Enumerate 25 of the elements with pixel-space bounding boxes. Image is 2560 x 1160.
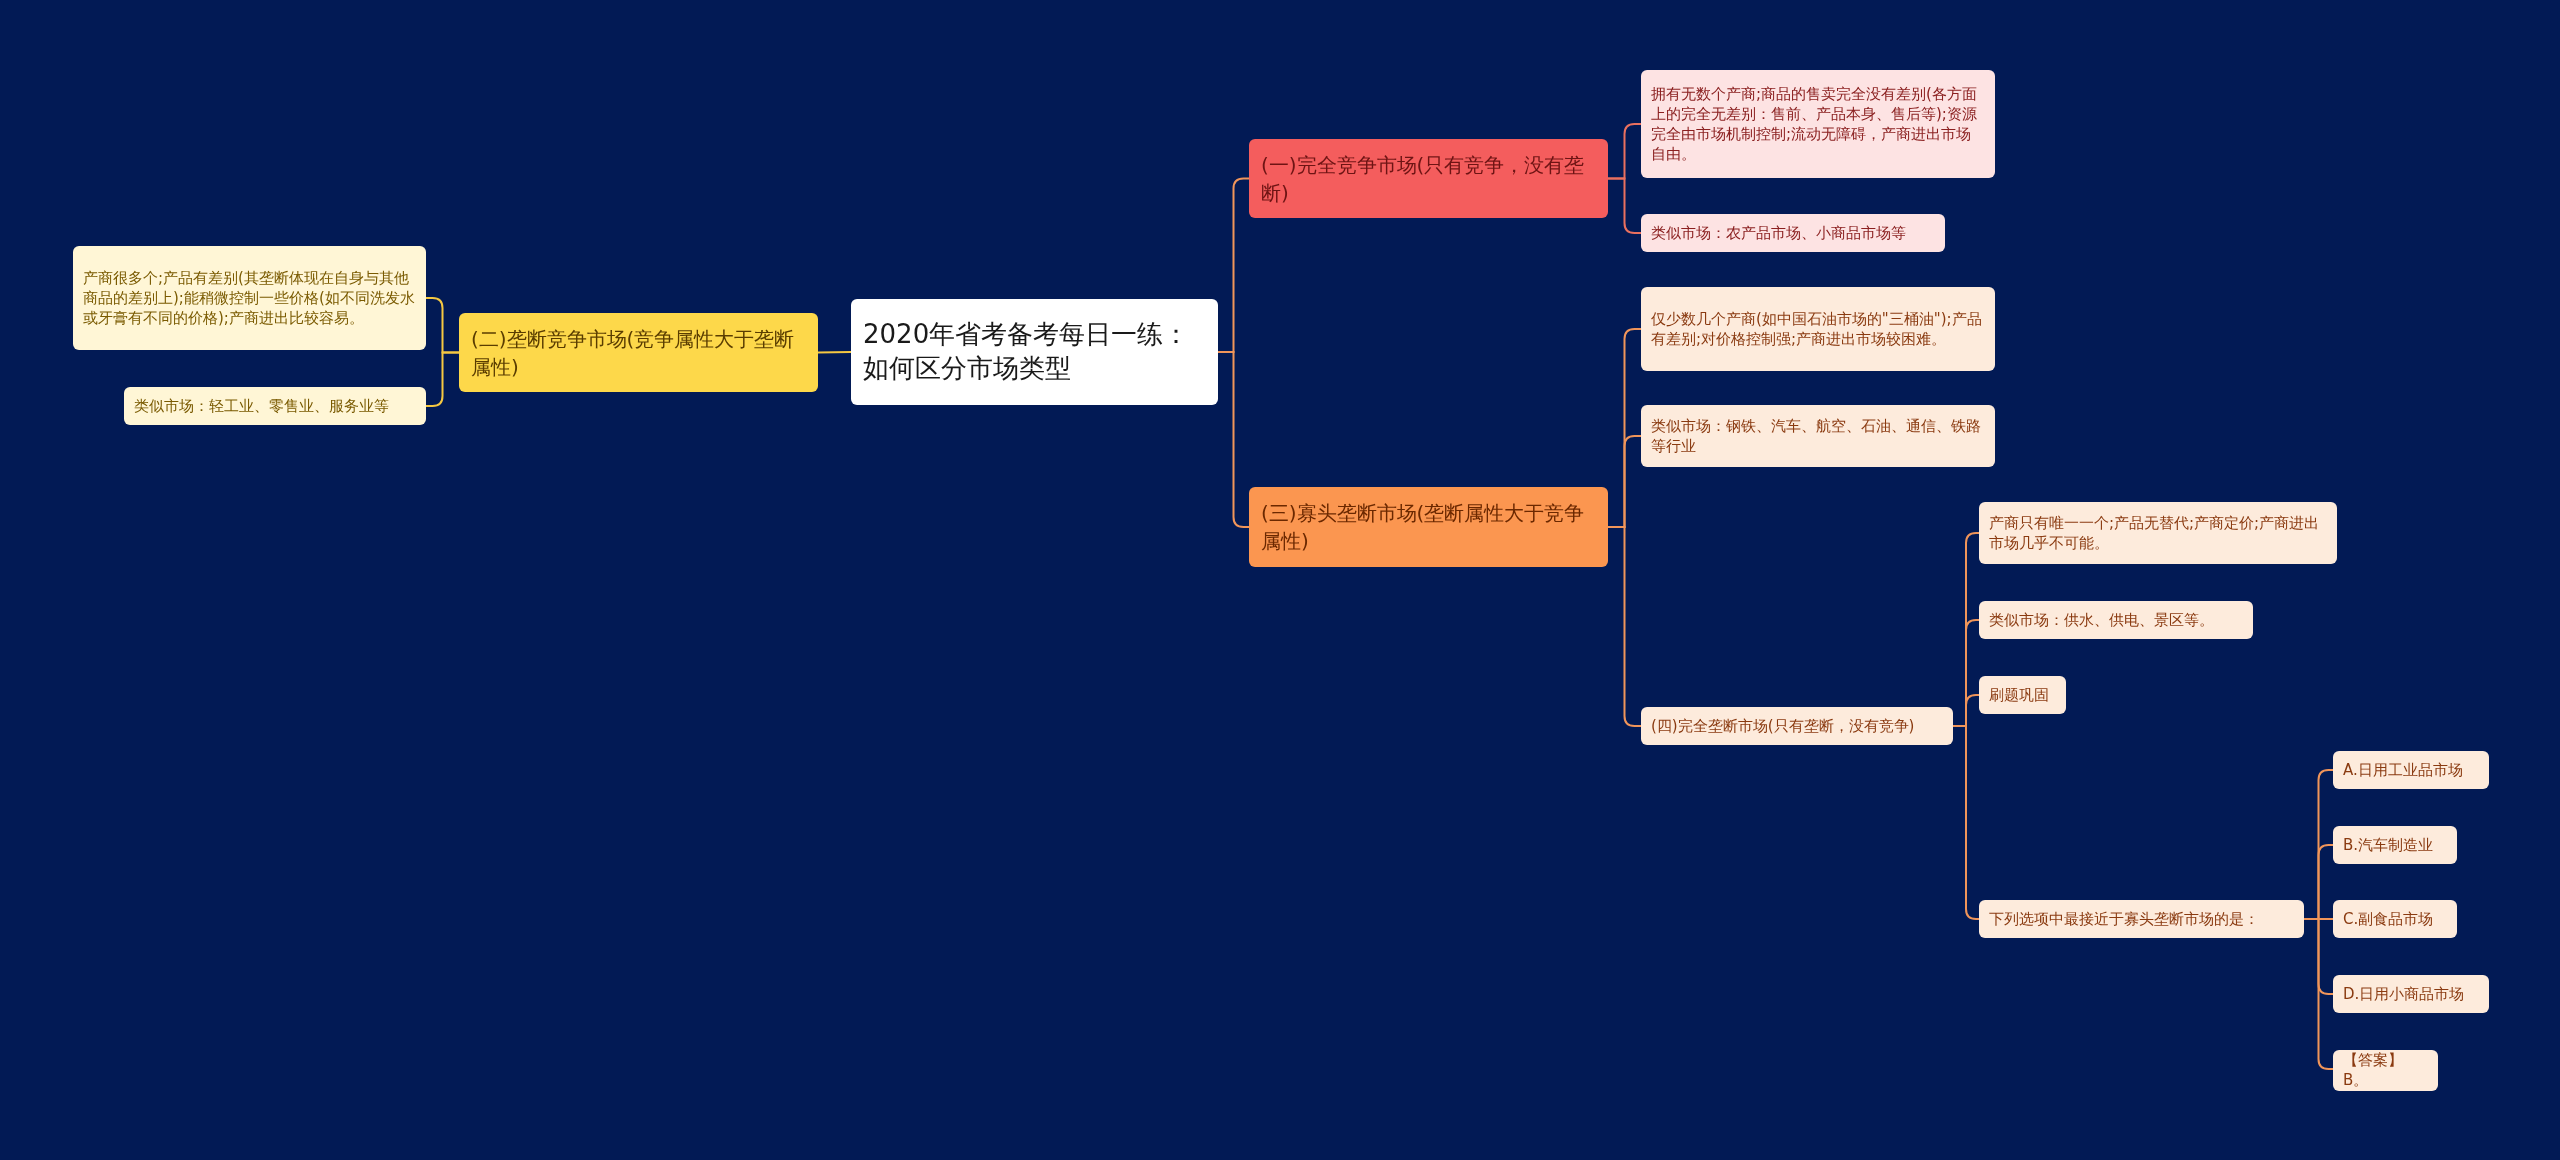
branch-topic: (一)完全竞争市场(只有竞争，没有垄断) [1249,139,1608,218]
leaf-topic: 产商很多个;产品有差别(其垄断体现在自身与其他商品的差别上);能稍微控制一些价格(如不同洗发水或牙膏有不同的价格);产商进出比较容易。 [73,246,426,350]
central-topic: 2020年省考备考每日一练：如何区分市场类型 [851,299,1218,405]
leaf-topic: B.汽车制造业 [2333,826,2457,864]
leaf-topic: C.副食品市场 [2333,900,2457,938]
connector-line [1607,177,1642,234]
connector-line [1607,526,1642,727]
leaf-topic: 类似市场：农产品市场、小商品市场等 [1641,214,1945,252]
branch-topic: (三)寡头垄断市场(垄断属性大于竞争属性) [1249,487,1608,567]
leaf-topic: 类似市场：轻工业、零售业、服务业等 [124,387,426,425]
leaf-topic: 类似市场：供水、供电、景区等。 [1979,601,2253,639]
connector-line [817,351,852,354]
leaf-topic: 产商只有唯一一个;产品无替代;产商定价;产商进出市场几乎不可能。 [1979,502,2337,564]
connector-line [425,351,460,407]
leaf-topic: A.日用工业品市场 [2333,751,2489,789]
connector-line [1952,725,1980,920]
branch-topic: (二)垄断竞争市场(竞争属性大于垄断属性) [459,313,818,392]
leaf-topic: 类似市场：钢铁、汽车、航空、石油、通信、铁路等行业 [1641,405,1995,467]
leaf-topic: 下列选项中最接近于寡头垄断市场的是： [1979,900,2304,938]
leaf-topic: 【答案】B。 [2333,1050,2438,1091]
leaf-topic: D.日用小商品市场 [2333,975,2489,1013]
leaf-topic: (四)完全垄断市场(只有垄断，没有竞争) [1641,707,1953,745]
leaf-topic: 仅少数几个产商(如中国石油市场的"三桶油");产品有差别;对价格控制强;产商进出市场较困难。 [1641,287,1995,371]
leaf-topic: 拥有无数个产商;商品的售卖完全没有差别(各方面上的完全无差别：售前、产品本身、售后等);资源完全由市场机制控制;流动无障碍，产商进出市场自由。 [1641,70,1995,178]
leaf-topic: 刷题巩固 [1979,676,2066,714]
